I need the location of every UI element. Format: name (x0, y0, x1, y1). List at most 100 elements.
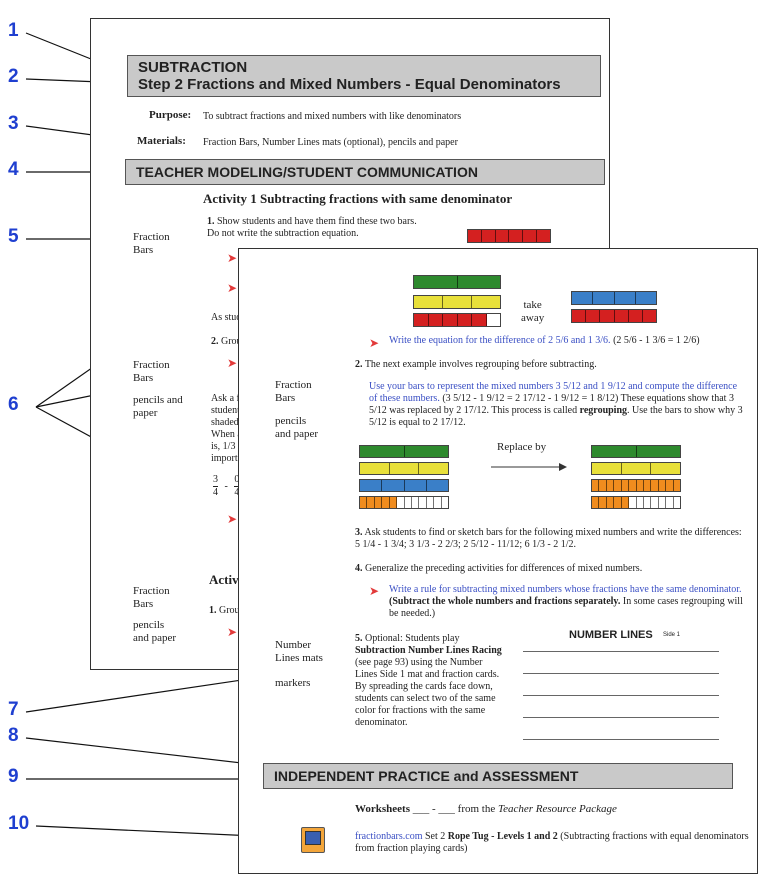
regrouping-explanation: (3 5/12 - 1 9/12 = 2 17/12 - 1 9/12 = 1 … (369, 393, 734, 416)
worksheets-label: Worksheets (355, 803, 410, 815)
callout-number-1: 1 (8, 20, 19, 41)
number-line (523, 739, 719, 740)
number-lines-side-label: Side 1 (663, 632, 681, 638)
step2-text: 2. Grou (211, 335, 242, 348)
callout-number-2: 2 (8, 66, 19, 87)
yellow-bar (591, 462, 681, 475)
paragraph-3: 3. Ask students to find or sketch bars f… (355, 527, 747, 551)
title-banner: SUBTRACTION Step 2 Fractions and Mixed N… (127, 55, 601, 97)
question-2-answer: (Subtract the whole numbers and fraction… (389, 596, 621, 607)
game-title: Rope Tug - Levels 1 and 2 (447, 831, 558, 842)
yellow-bar (359, 462, 449, 475)
numerator: 0 (234, 474, 240, 487)
orange-bar (359, 496, 449, 509)
step2-number: 2. (211, 336, 219, 347)
step-group-text: 1. Grou (209, 604, 240, 617)
number-line (523, 695, 719, 696)
number-line (523, 673, 719, 674)
activity2-heading: Activi (209, 572, 243, 587)
ask-students-text: Ask a fe students shaded When a is, 1/3 … (211, 393, 244, 465)
red-arrow-bullet: ➤ (227, 512, 238, 526)
fractionbars-link[interactable]: fractionbars.com (355, 831, 423, 842)
red-arrow-bullet: ➤ (227, 251, 238, 265)
lesson-title: SUBTRACTION (138, 59, 248, 76)
blue-bar (359, 479, 449, 492)
teacher-modeling-banner: TEACHER MODELING/STUDENT COMMUNICATION (125, 159, 605, 185)
ask-line: students (211, 405, 244, 416)
game-description: (Subtracting fractions with equal denomi… (355, 831, 749, 854)
p5-text: Optional: Students play (362, 633, 460, 644)
side-label-fraction-bars-3: Fraction Bars (133, 585, 170, 610)
question-2-note: In some cases regrouping will be needed.… (389, 596, 743, 619)
callout-number-6: 6 (8, 394, 19, 415)
denominator: 4 (213, 487, 218, 498)
red-arrow-bullet: ➤ (227, 356, 238, 370)
red-arrow-bullet: ➤ (227, 625, 238, 639)
callout-number-3: 3 (8, 113, 19, 134)
right-arrow-icon (491, 463, 567, 471)
numerator: 3 (213, 474, 218, 487)
red-bar (413, 313, 501, 327)
red-arrow-bullet: ➤ (369, 584, 380, 598)
p5-number: 5. (355, 633, 363, 644)
step-instructions: Grou (216, 605, 240, 616)
purpose-label: Purpose: (149, 109, 192, 121)
callout-number-7: 7 (8, 699, 19, 720)
side-label-fraction-bars: Fraction Bars (133, 231, 170, 256)
as-students-text: As stude (211, 312, 246, 323)
step1-number: 1. (207, 216, 215, 227)
side-label-pencils-paper-2: pencils and paper (133, 619, 177, 644)
question-2-prompt: Write a rule for subtracting mixed numbe… (389, 584, 742, 595)
number-lines-title: NUMBER LINES (569, 629, 653, 641)
worksheets-line: Worksheets ___ - ___ from the Teacher Re… (355, 803, 617, 815)
callout-number-8: 8 (8, 725, 19, 746)
regrouping-prompt: Use your bars to represent the mixed num… (369, 381, 738, 404)
replace-by-label: Replace by (497, 441, 547, 453)
p2-number: 2. (355, 359, 363, 370)
question-2: Write a rule for subtracting mixed numbe… (389, 584, 749, 620)
ask-line: When a (211, 429, 242, 440)
p4-number: 4. (355, 563, 363, 574)
number-line (523, 717, 719, 718)
ask-line: is, 1/3 a (211, 441, 243, 452)
online-game-line: fractionbars.com Set 2 Rope Tug - Levels… (355, 831, 751, 855)
side-label-fraction-bars-2: Fraction Bars (133, 359, 170, 384)
p3-number: 3. (355, 527, 363, 538)
take-away-label: take away (521, 299, 545, 324)
number-lines-mat-thumbnail: NUMBER LINES Side 1 (523, 629, 719, 751)
lesson-page-front: take away ➤ Write the equation for the d… (238, 248, 758, 874)
red-fraction-bar (467, 229, 551, 243)
step-number: 1. (209, 605, 217, 616)
denominator: 4 (234, 487, 240, 498)
p3-text: Ask students to find or sketch bars for … (355, 527, 742, 550)
regrouping-term: regrouping (579, 405, 628, 416)
paragraph-2: 2. The next example involves regrouping … (355, 359, 597, 370)
orange-bar (591, 496, 681, 509)
side-label-markers: markers (275, 677, 311, 689)
materials-text: Fraction Bars, Number Lines mats (option… (203, 137, 458, 148)
set-label: Set 2 (422, 831, 448, 842)
p5-game-name: Subtraction Number Lines Racing (355, 645, 502, 656)
red-bar (571, 309, 657, 323)
paragraph-4: 4. Generalize the preceding activities f… (355, 563, 642, 574)
step1-instructions: Show students and have them find these t… (207, 216, 417, 239)
yellow-bar (413, 295, 501, 309)
regrouping-instruction: . Use the bars to show why 3 5/12 is equ… (369, 405, 743, 428)
question-1-answer: (2 5/6 - 1 3/6 = 1 2/6) (610, 335, 700, 346)
paragraph-5: 5. Optional: Students play Subtraction N… (355, 633, 507, 729)
materials-label: Materials: (137, 135, 186, 147)
worksheets-blanks: ___ - ___ from the (410, 803, 498, 815)
side-label-pencils: pencils and paper (275, 415, 319, 440)
p2-intro: The next example involves regrouping bef… (362, 359, 597, 370)
number-line (523, 651, 719, 652)
callout-number-9: 9 (8, 766, 19, 787)
activity1-heading: Activity 1 Subtracting fractions with sa… (203, 191, 513, 206)
lesson-subtitle: Step 2 Fractions and Mixed Numbers - Equ… (138, 76, 561, 93)
p4-text: Generalize the preceding activities for … (362, 563, 643, 574)
green-bar (359, 445, 449, 458)
callout-number-5: 5 (8, 226, 19, 247)
callout-number-10: 10 (8, 813, 30, 834)
ask-line: importa (211, 453, 243, 464)
side-label-pencils-paper: pencils and paper (133, 394, 183, 419)
question-1: Write the equation for the difference of… (389, 335, 749, 347)
